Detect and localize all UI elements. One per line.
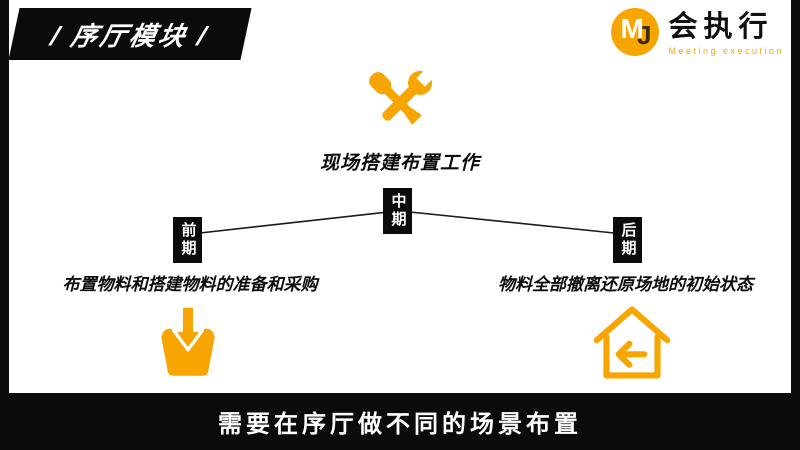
logo-brand-name: 会执行 bbox=[668, 11, 774, 43]
logo-text: 会执行 Meeting execution bbox=[668, 8, 784, 56]
crossed-tools-icon bbox=[369, 68, 435, 125]
module-banner-label: / 序厅模块 / bbox=[48, 20, 212, 51]
logo-letter-m: M bbox=[620, 13, 644, 44]
basket-download-icon bbox=[161, 304, 215, 376]
frame-right-strip bbox=[791, 0, 800, 450]
logo-tagline: Meeting execution bbox=[668, 45, 784, 56]
phase-node-mid: 中期 bbox=[383, 188, 412, 234]
phase-node-late: 后期 bbox=[613, 217, 642, 263]
early-phase-description: 布置物料和搭建物料的准备和采购 bbox=[62, 275, 318, 294]
frame-left-strip bbox=[0, 0, 9, 450]
stage-title: 现场搭建布置工作 bbox=[319, 153, 480, 174]
logo-mark-icon: M J bbox=[611, 8, 660, 56]
logo-letter-j: J bbox=[636, 20, 652, 50]
phase-node-early: 前期 bbox=[173, 217, 202, 263]
footer-bar: 需要在序厅做不同的场景布置 bbox=[0, 393, 800, 450]
house-return-icon bbox=[593, 306, 671, 379]
footer-caption: 需要在序厅做不同的场景布置 bbox=[218, 411, 582, 438]
brand-logo: M J 会执行 Meeting execution bbox=[611, 8, 784, 56]
late-phase-description: 物料全部撤离还原场地的初始状态 bbox=[498, 275, 753, 294]
module-banner: / 序厅模块 / bbox=[8, 8, 252, 60]
